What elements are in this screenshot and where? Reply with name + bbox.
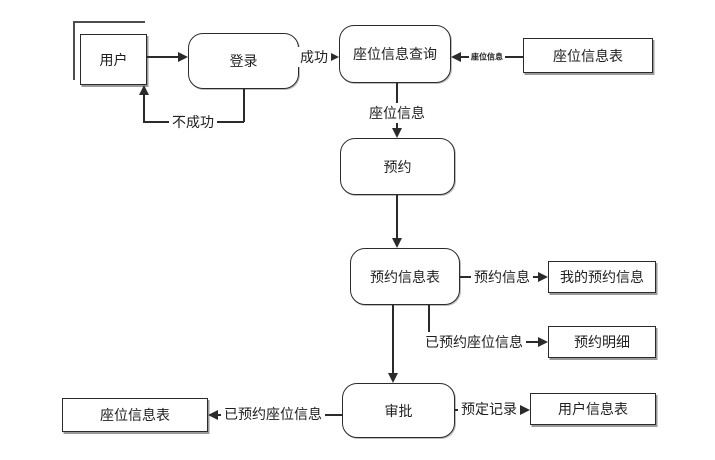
- edge-label-booking-record: 预定记录: [458, 399, 520, 419]
- edge-label-seat-info: 座位信息: [366, 103, 428, 123]
- edge-label-fail: 不成功: [169, 112, 217, 132]
- arrowhead-right-icon: [178, 52, 188, 62]
- user-entity-decoration-left: [73, 21, 75, 80]
- edge-table-approve-line: [392, 305, 394, 375]
- node-seat-query-process: 座位信息查询: [339, 25, 451, 83]
- node-my-reserve-info: 我的预约信息: [548, 261, 656, 293]
- node-seat-info-table-top: 座位信息表: [523, 38, 653, 73]
- arrowhead-left-icon: [451, 52, 461, 62]
- node-reserve-process: 预约: [340, 138, 455, 195]
- node-reserve-detail: 预约明细: [548, 326, 656, 358]
- edge-user-login-line: [147, 56, 181, 58]
- edge-label-reserved-seat-table: 已预约座位信息: [221, 404, 325, 424]
- user-entity-decoration-top: [74, 21, 145, 23]
- arrowhead-right-icon: [329, 52, 339, 62]
- arrowhead-right-icon: [520, 405, 530, 415]
- node-approve-process: 审批: [342, 383, 455, 438]
- edge-reserve-table-line: [396, 195, 398, 241]
- arrowhead-down-icon: [392, 128, 402, 138]
- node-reserve-info-table: 预约信息表: [350, 248, 460, 305]
- arrowhead-right-icon: [538, 272, 548, 282]
- edge-label-reserved-seat-detail: 已预约座位信息: [422, 332, 526, 352]
- edge-table-detail-line-v: [428, 305, 430, 342]
- edge-fail-line-down: [243, 89, 245, 122]
- arrowhead-down-icon: [392, 238, 402, 248]
- edge-label-reserve-info: 预约信息: [471, 267, 533, 287]
- node-user-info-table: 用户信息表: [530, 393, 656, 425]
- node-user-entity: 用户: [80, 34, 147, 85]
- arrowhead-up-icon: [139, 85, 149, 95]
- arrowhead-left-icon: [208, 410, 218, 420]
- edge-label-seat-info-small: 座位信息: [469, 51, 505, 63]
- arrowhead-right-icon: [538, 337, 548, 347]
- node-login-process: 登录: [188, 33, 299, 89]
- arrowhead-down-icon: [388, 373, 398, 383]
- edge-fail-line-up: [143, 93, 145, 122]
- node-seat-info-table-bottom: 座位信息表: [62, 398, 208, 432]
- edge-label-success: 成功: [297, 47, 331, 67]
